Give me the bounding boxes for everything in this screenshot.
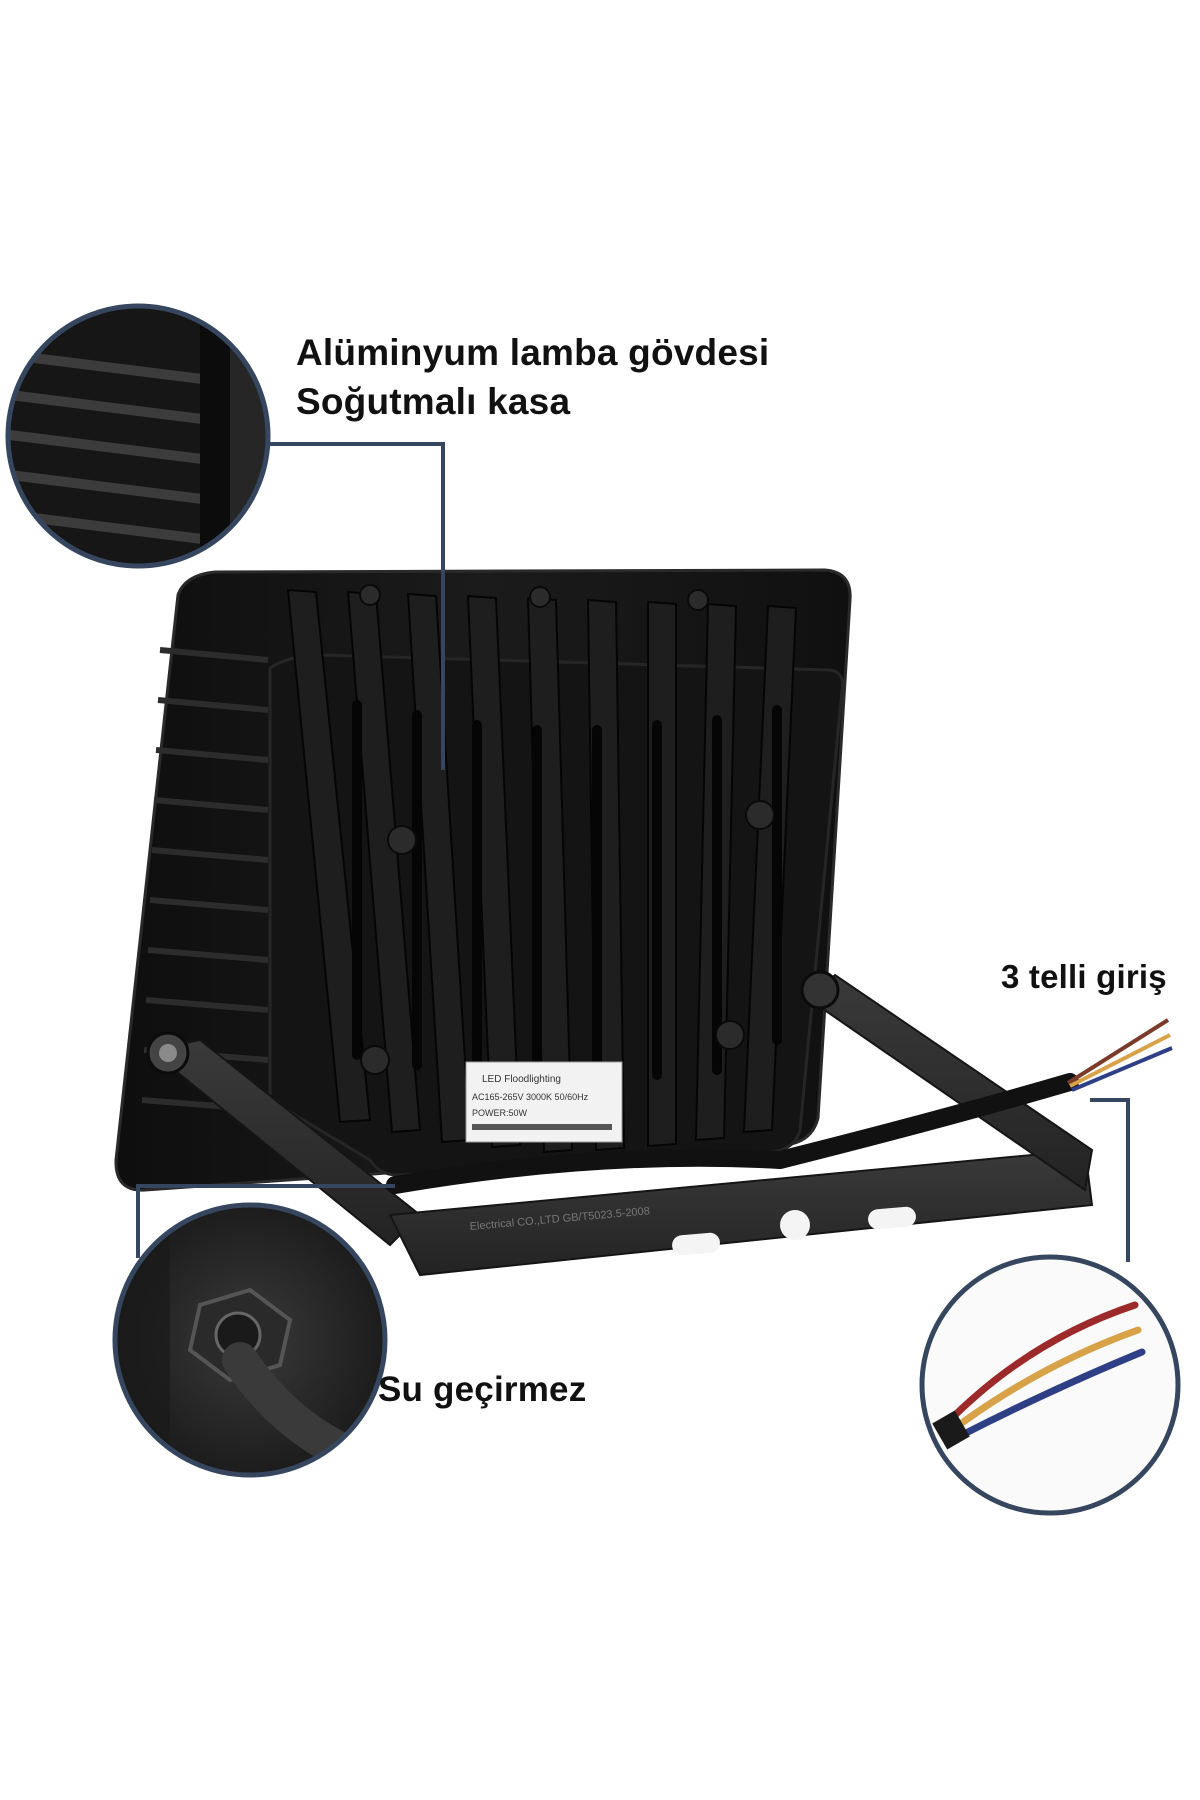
heatsink-zoom-circle xyxy=(5,303,271,569)
aluminum-body-label: Alüminyum lamba gövdesi xyxy=(296,332,770,373)
product-label-line1: LED Floodlighting xyxy=(482,1074,561,1085)
heatsink-fins-icon xyxy=(9,350,211,545)
cooling-case-label: Soğutmalı kasa xyxy=(296,381,571,422)
waterproof-label: Su geçirmez xyxy=(378,1370,587,1409)
waterproof-zoom-circle xyxy=(112,1202,388,1478)
wire-bundle-icon xyxy=(932,1301,1146,1450)
product-label-line3: POWER:50W xyxy=(472,1108,528,1118)
mounting-bracket: Electrical CO.,LTD GB/T5023.5-2008 xyxy=(146,970,1094,1277)
screw-bosses xyxy=(359,584,775,1075)
product-label: LED Floodlighting AC165-265V 3000K 50/60… xyxy=(465,1061,623,1143)
power-cable xyxy=(386,1018,1173,1194)
three-wire-input-label: 3 telli giriş xyxy=(1001,958,1167,995)
cable-gland-icon xyxy=(187,1287,358,1468)
product-label-line2: AC165-265V 3000K 50/60Hz xyxy=(472,1092,589,1102)
callout-lines xyxy=(136,442,1130,1262)
wires-zoom-circle xyxy=(919,1254,1181,1516)
fin-slots xyxy=(352,700,782,1085)
floodlight-housing: LED Floodlighting AC165-265V 3000K 50/60… xyxy=(114,568,852,1192)
